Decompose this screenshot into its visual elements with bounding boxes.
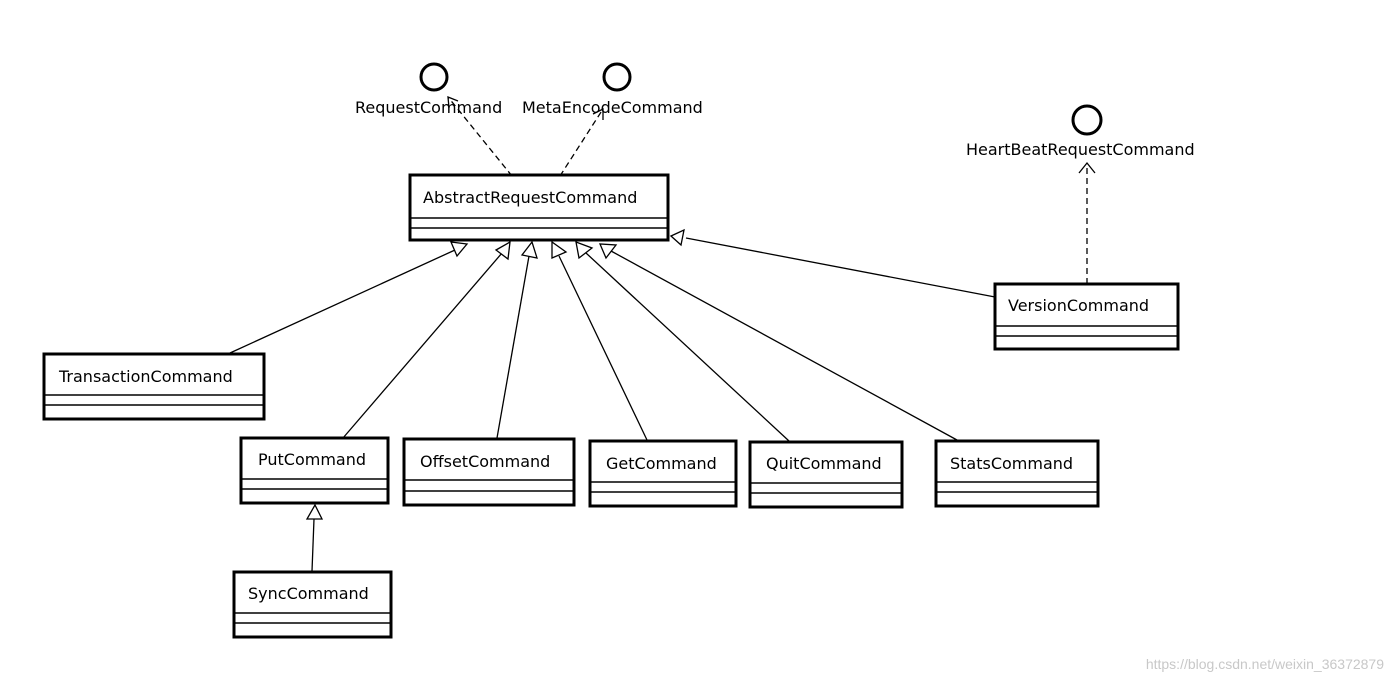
- class-put: PutCommand: [239, 436, 390, 505]
- class-stats: StatsCommand: [934, 439, 1100, 508]
- edge-transaction-to-abstract: [229, 249, 456, 354]
- class-get: GetCommand: [588, 439, 738, 508]
- class-name: GetCommand: [606, 454, 717, 473]
- class-name: QuitCommand: [766, 454, 882, 473]
- class-abstract: AbstractRequestCommand: [408, 173, 670, 242]
- triangle-put: [494, 240, 511, 261]
- class-box: [934, 439, 1100, 508]
- class-name: SyncCommand: [248, 584, 369, 603]
- interface-name: RequestCommand: [355, 98, 502, 117]
- class-name: StatsCommand: [950, 454, 1073, 473]
- class-quit: QuitCommand: [748, 440, 904, 509]
- triangle-transaction: [449, 241, 469, 258]
- triangle-sync: [305, 503, 324, 520]
- class-name: AbstractRequestCommand: [423, 188, 637, 207]
- edge-version-to-abstract: [685, 237, 996, 298]
- triangle-offset: [520, 240, 538, 259]
- edge-offset-to-abstract: [496, 255, 530, 439]
- watermark: https://blog.csdn.net/weixin_36372879: [1146, 656, 1384, 672]
- class-transaction: TransactionCommand: [42, 352, 266, 421]
- class-box: [402, 437, 576, 507]
- class-box: [408, 173, 670, 242]
- class-box: [993, 282, 1180, 351]
- interface-name: HeartBeatRequestCommand: [966, 140, 1195, 159]
- class-box: [239, 436, 390, 505]
- class-name: TransactionCommand: [58, 367, 233, 386]
- edge-get-to-abstract: [558, 255, 648, 441]
- interface-circle: [419, 62, 449, 92]
- class-sync: SyncCommand: [232, 570, 393, 639]
- generalization-edges: [229, 228, 996, 572]
- open-arrowhead-heartbeat: [1078, 161, 1096, 174]
- interface-request: RequestCommand: [355, 62, 502, 117]
- edge-quit-to-abstract: [585, 252, 790, 442]
- open-arrowhead-request: [447, 96, 459, 109]
- interface-meta: MetaEncodeCommand: [522, 62, 703, 117]
- class-offset: OffsetCommand: [402, 437, 576, 507]
- class-box: [748, 440, 904, 509]
- edge-sync-to-put: [311, 518, 315, 572]
- edge-put-to-abstract: [342, 252, 503, 439]
- class-box: [42, 352, 266, 421]
- realization-edge-meta: [559, 108, 604, 177]
- triangle-version: [669, 228, 685, 247]
- realization-edges: [447, 96, 1096, 284]
- triangle-get: [551, 240, 568, 259]
- class-version: VersionCommand: [993, 282, 1180, 351]
- interface-circle: [1071, 104, 1103, 136]
- interface-heartbeat: HeartBeatRequestCommand: [966, 104, 1195, 159]
- edge-stats-to-abstract: [610, 250, 958, 441]
- open-arrowhead-meta: [592, 107, 604, 120]
- class-name: PutCommand: [258, 450, 366, 469]
- interface-name: MetaEncodeCommand: [522, 98, 703, 117]
- class-name: OffsetCommand: [420, 452, 550, 471]
- realization-edge-request: [447, 96, 513, 177]
- triangle-quit: [575, 240, 594, 260]
- class-box: [588, 439, 738, 508]
- triangle-stats: [598, 243, 618, 260]
- class-box: [232, 570, 393, 639]
- class-name: VersionCommand: [1008, 296, 1149, 315]
- interface-circle: [602, 62, 632, 92]
